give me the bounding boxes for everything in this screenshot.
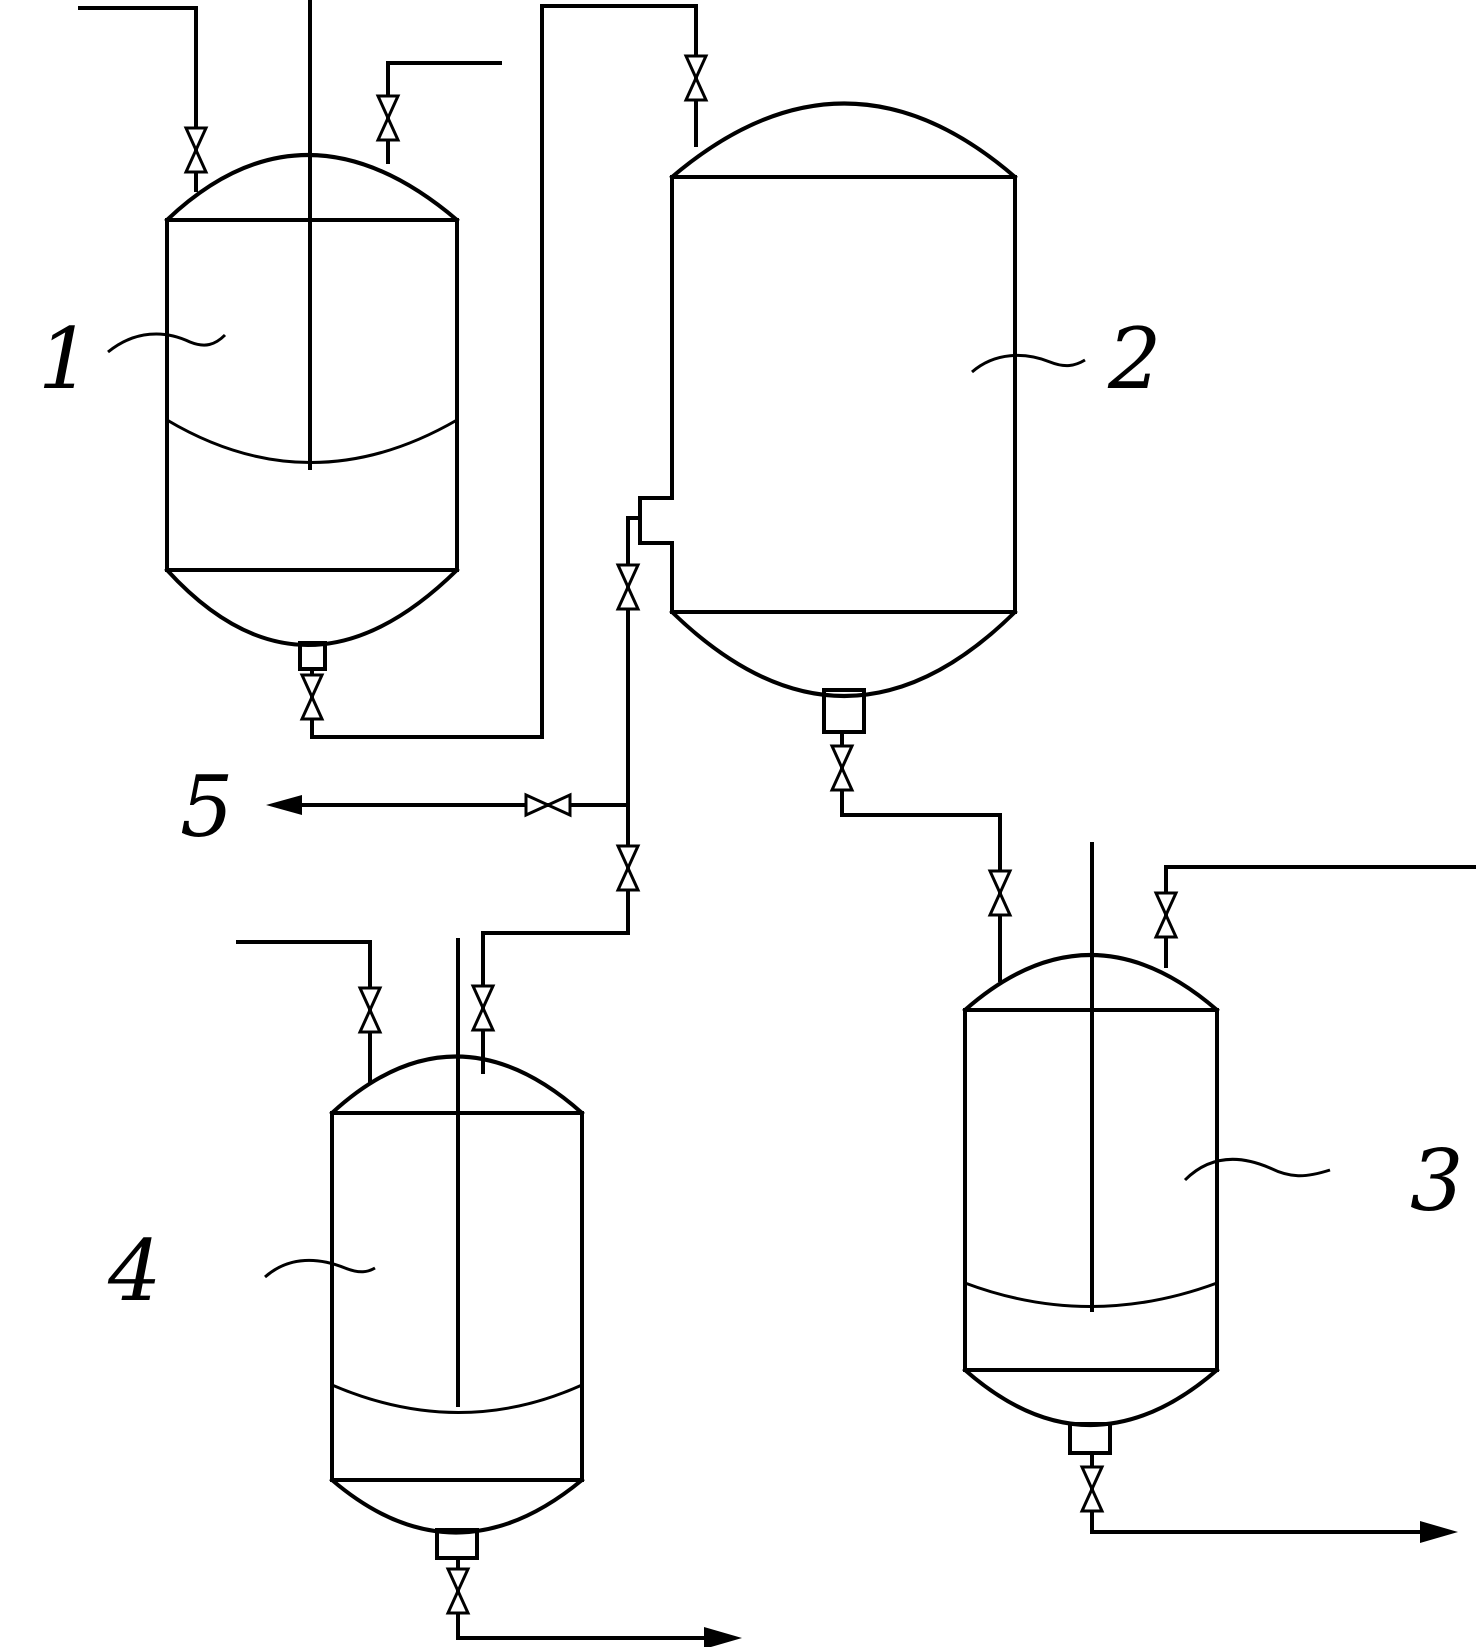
valve-v4-feed[interactable] <box>357 986 383 1034</box>
valve-v4-bottom[interactable] <box>445 1567 471 1615</box>
valves[interactable] <box>183 54 1179 1615</box>
arrow-vessel-3-outlet <box>1420 1521 1458 1543</box>
flow-arrows <box>266 795 1458 1647</box>
leader-lines <box>107 332 1331 1279</box>
pipe-vessel-4-outlet[interactable] <box>456 1556 720 1640</box>
valve-v3-inlet[interactable] <box>987 869 1013 917</box>
label-outlet-5: 5 <box>180 758 233 856</box>
vessel-2-side-nozzle <box>638 496 674 545</box>
arrow-vessel-4-outlet <box>704 1627 742 1647</box>
pipe-vessel-1-vent <box>386 61 502 164</box>
arrow-outlet-5 <box>266 795 302 815</box>
vessel-3 <box>962 842 1220 1455</box>
valve-v1-bottom[interactable] <box>299 673 325 721</box>
valve-v2-top[interactable] <box>683 54 709 102</box>
valve-v3-bottom[interactable] <box>1079 1465 1105 1513</box>
label-vessel-3: 3 <box>1410 1132 1463 1230</box>
pipe-vessel-4-feed <box>236 940 372 1084</box>
leader-vessel-1 <box>107 332 227 354</box>
label-vessel-2: 2 <box>1107 310 1161 408</box>
valve-v1-vent[interactable] <box>375 94 401 142</box>
valve-v4-inlet[interactable] <box>470 984 496 1032</box>
valve-v3-vent[interactable] <box>1153 891 1179 939</box>
vessel-2 <box>638 101 1018 734</box>
labels: 1 2 3 4 5 <box>38 310 1463 1320</box>
valve-v1-feed[interactable] <box>183 126 209 174</box>
valve-outlet-5[interactable] <box>524 792 572 818</box>
pipe-vessel-1-feed <box>78 6 198 192</box>
valve-v2-bottom[interactable] <box>829 744 855 792</box>
pipe-vessel-3-vent <box>1164 865 1476 968</box>
label-vessel-4: 4 <box>107 1222 161 1320</box>
leader-vessel-3 <box>1183 1157 1331 1182</box>
valve-v2-side[interactable] <box>615 563 641 611</box>
label-vessel-1: 1 <box>38 310 91 408</box>
pipe-vessel-3-outlet[interactable] <box>1090 1451 1420 1534</box>
pipe-vessel-2-side-outlet <box>481 516 642 1074</box>
leader-vessel-4 <box>264 1259 376 1279</box>
vessel-4-liquid-level <box>331 1383 583 1414</box>
vessel-1 <box>164 0 460 671</box>
valve-to-vessel-4[interactable] <box>615 844 641 892</box>
pipe-vessel-1-to-vessel-2 <box>310 4 698 739</box>
vessel-3-bottom-nozzle <box>1068 1422 1112 1455</box>
pipe-vessel-2-to-vessel-3 <box>840 730 1002 982</box>
piping <box>78 4 1476 1640</box>
leader-vessel-2 <box>971 353 1086 374</box>
